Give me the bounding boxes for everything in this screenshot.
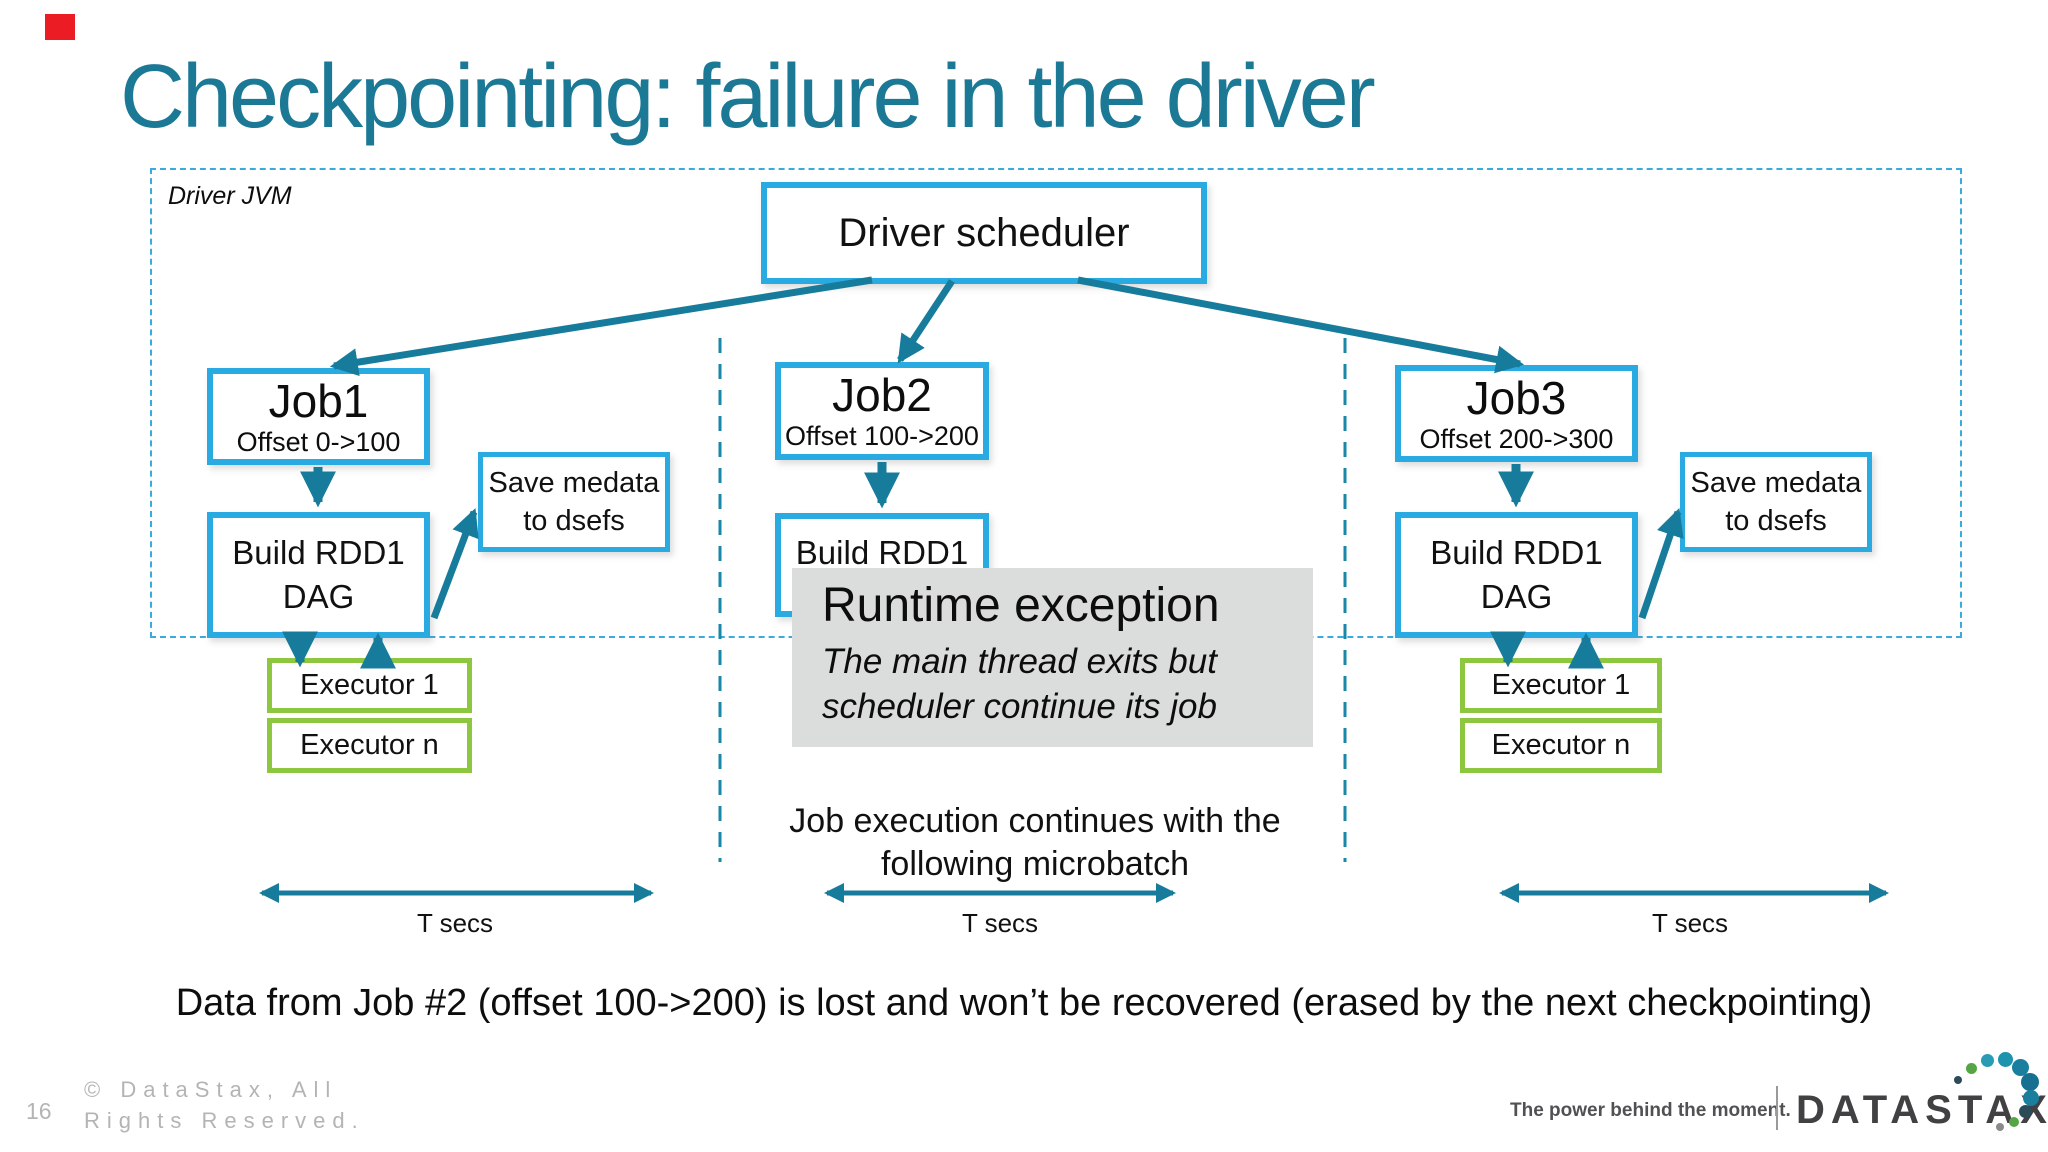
job1-offset: Offset 0->100 bbox=[236, 426, 401, 457]
driver-scheduler-label: Driver scheduler bbox=[838, 210, 1130, 255]
job3-title: Job3 bbox=[1466, 371, 1567, 424]
job1-executor-n-label: Executor n bbox=[300, 729, 439, 761]
job1-build-line2: DAG bbox=[282, 578, 355, 615]
job1-title: Job1 bbox=[268, 374, 369, 427]
brand-tagline: The power behind the moment. bbox=[1510, 1100, 1791, 1121]
copyright-text: © DataStax, All Rights Reserved. bbox=[84, 1074, 365, 1136]
job3-tsecs-label: T secs bbox=[1651, 908, 1729, 938]
runtime-exception-line1: The main thread exits but bbox=[822, 642, 1217, 681]
job3-executor-n-box: Executor n bbox=[1460, 718, 1662, 773]
job3-offset: Offset 200->300 bbox=[1419, 423, 1614, 454]
runtime-exception-body: The main thread exits but scheduler cont… bbox=[822, 639, 1313, 729]
job3-build-line2: DAG bbox=[1480, 578, 1553, 615]
job3-save-line2: to dsefs bbox=[1725, 505, 1827, 537]
logo-divider bbox=[1776, 1086, 1778, 1130]
copyright-line1: © DataStax, All bbox=[84, 1077, 338, 1102]
runtime-exception-line2: scheduler continue its job bbox=[822, 687, 1217, 726]
job1-save-line1: Save medata bbox=[488, 467, 660, 499]
job1-executor-1-label: Executor 1 bbox=[300, 669, 439, 701]
job1-box: Job1 Offset 0->100 bbox=[207, 368, 430, 465]
job2-build-line1: Build RDD1 bbox=[795, 534, 969, 571]
job2-tsecs-label: T secs bbox=[961, 908, 1039, 938]
job3-build-line1: Build RDD1 bbox=[1430, 534, 1603, 571]
job1-build-line1: Build RDD1 bbox=[232, 534, 405, 571]
datastax-wordmark: DATASTAX bbox=[1796, 1088, 2048, 1132]
job3-executor-n-label: Executor n bbox=[1491, 729, 1631, 761]
job3-build-rdd-box: Build RDD1 DAG bbox=[1395, 512, 1638, 638]
job2-box: Job2 Offset 100->200 bbox=[775, 362, 989, 460]
job1-save-metadata-box: Save medata to dsefs bbox=[478, 452, 670, 552]
copyright-line2: Rights Reserved. bbox=[84, 1108, 365, 1133]
driver-scheduler-box: Driver scheduler bbox=[761, 182, 1207, 284]
job3-box: Job3 Offset 200->300 bbox=[1395, 365, 1638, 462]
slide-title: Checkpointing: failure in the driver bbox=[120, 47, 1376, 147]
job3-save-metadata-box: Save medata to dsefs bbox=[1680, 452, 1872, 552]
job3-save-line1: Save medata bbox=[1690, 467, 1862, 499]
job1-tsecs-label: T secs bbox=[416, 908, 494, 938]
job-continues-line2: following microbatch bbox=[880, 845, 1190, 883]
driver-jvm-label: Driver JVM bbox=[168, 182, 292, 210]
job1-executor-1-box: Executor 1 bbox=[267, 658, 472, 713]
job-continues-note: Job execution continues with the followi… bbox=[735, 800, 1335, 886]
job3-executor-1-box: Executor 1 bbox=[1460, 658, 1662, 713]
job2-title: Job2 bbox=[832, 369, 932, 421]
runtime-exception-title: Runtime exception bbox=[822, 579, 1220, 632]
job3-executor-1-label: Executor 1 bbox=[1491, 669, 1631, 701]
page-number: 16 bbox=[26, 1098, 52, 1124]
job1-executor-n-box: Executor n bbox=[267, 718, 472, 773]
runtime-exception-callout: Runtime exception The main thread exits … bbox=[792, 568, 1313, 747]
job1-save-line2: to dsefs bbox=[523, 505, 625, 537]
job1-build-rdd-box: Build RDD1 DAG bbox=[207, 512, 430, 638]
job2-offset: Offset 100->200 bbox=[785, 421, 979, 451]
red-marker bbox=[45, 14, 75, 40]
bottom-note: Data from Job #2 (offset 100->200) is lo… bbox=[175, 982, 1873, 1024]
job-continues-line1: Job execution continues with the bbox=[789, 802, 1281, 840]
